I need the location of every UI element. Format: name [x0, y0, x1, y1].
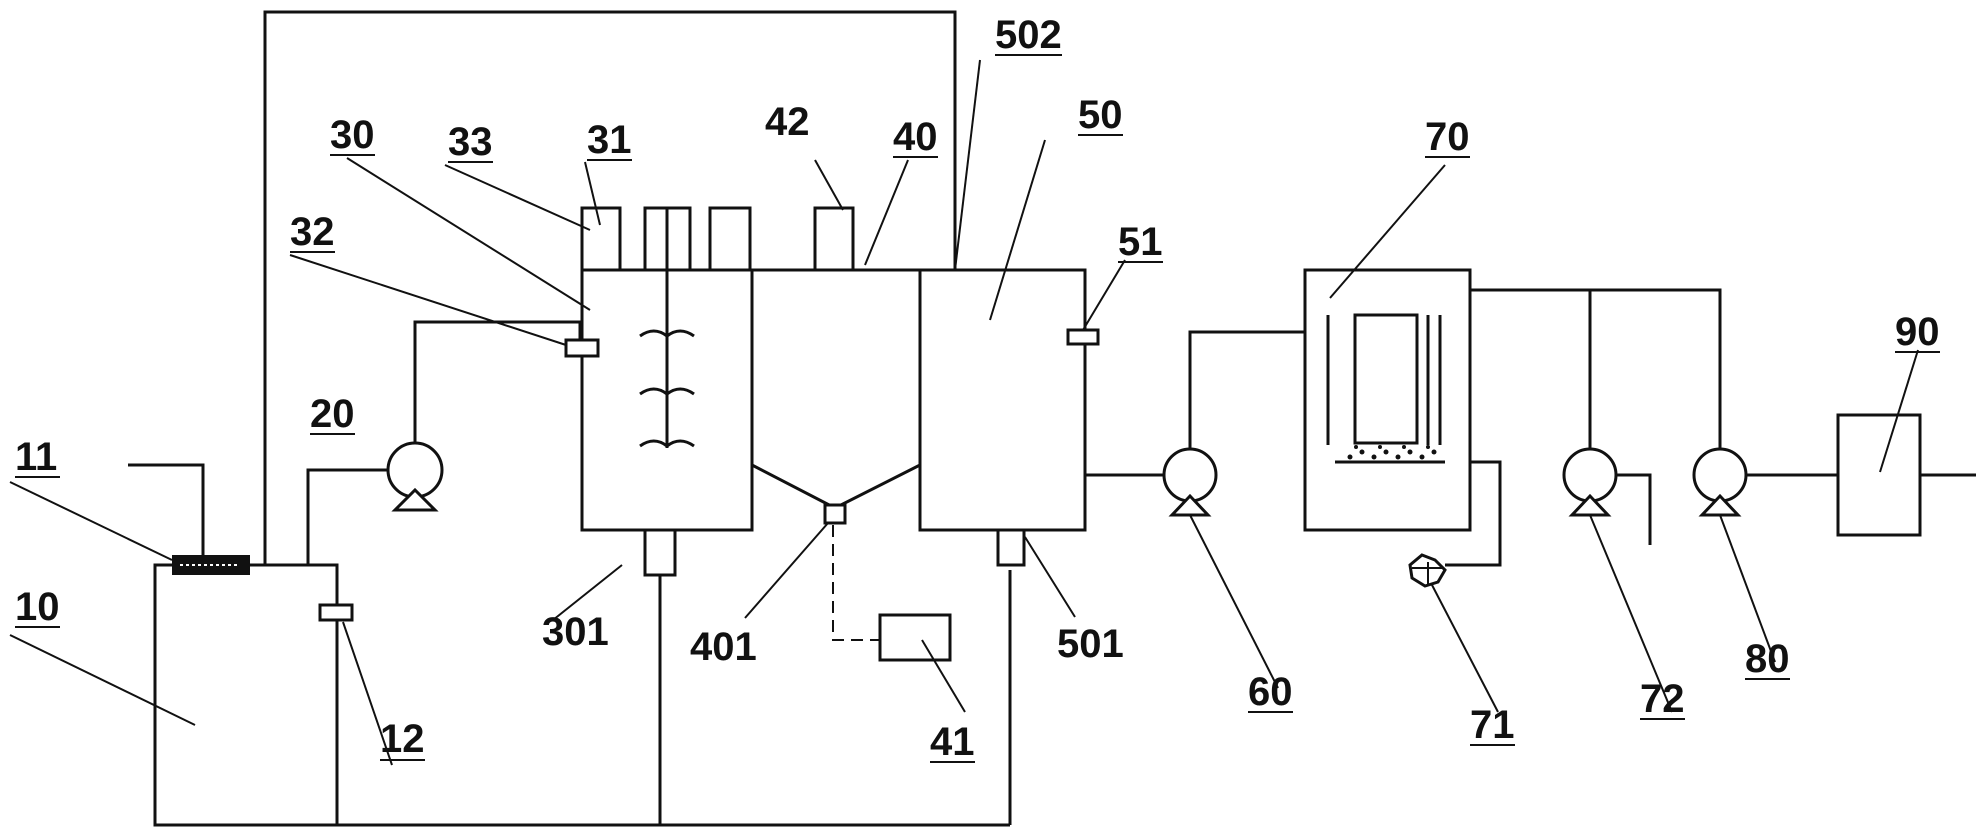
- tank-33: [580, 206, 622, 272]
- pump-80: [1692, 447, 1748, 517]
- label-12: 12: [380, 717, 425, 761]
- outlet-501: [996, 528, 1026, 567]
- tank-42: [813, 206, 855, 272]
- settling-40: [751, 206, 952, 662]
- sensor-51: [1066, 328, 1100, 346]
- labels: 10 11 12 20 30 31 32 33 301 40 41 42 401…: [15, 13, 1940, 764]
- label-50: 50: [1078, 93, 1123, 137]
- label-42: 42: [765, 100, 810, 144]
- label-71: 71: [1470, 703, 1515, 747]
- outlet-301: [643, 528, 677, 577]
- label-32: 32: [290, 210, 335, 254]
- controller-41: [878, 613, 952, 662]
- label-72: 72: [1640, 677, 1685, 721]
- label-60: 60: [1248, 670, 1293, 714]
- label-30: 30: [330, 113, 375, 157]
- leader-lines: [9, 59, 1919, 766]
- label-11: 11: [15, 435, 57, 479]
- reactor-30: [564, 206, 754, 577]
- valve-401: [823, 503, 847, 525]
- label-301: 301: [542, 610, 609, 654]
- label-51: 51: [1118, 220, 1163, 264]
- pump-60: [1162, 447, 1218, 517]
- label-501: 501: [1057, 622, 1124, 666]
- blower-71: [1408, 553, 1447, 588]
- label-10: 10: [15, 585, 60, 629]
- label-41: 41: [930, 720, 975, 764]
- label-90: 90: [1895, 310, 1940, 354]
- label-40: 40: [893, 115, 938, 159]
- membrane-module-70: [1303, 268, 1472, 532]
- sensor-32: [564, 338, 600, 358]
- unit-90: [1836, 413, 1922, 537]
- sensor-12: [318, 603, 354, 622]
- tank-10: [153, 563, 339, 827]
- tank-50: [918, 268, 1100, 567]
- label-underlines: [15, 54, 1940, 763]
- label-20: 20: [310, 392, 355, 436]
- label-401: 401: [690, 625, 757, 669]
- label-31: 31: [587, 118, 632, 162]
- pump-72: [1562, 447, 1618, 517]
- label-502: 502: [995, 13, 1062, 57]
- label-80: 80: [1745, 637, 1790, 681]
- label-70: 70: [1425, 115, 1470, 159]
- device-11: [128, 463, 250, 575]
- pump-20: [386, 441, 444, 512]
- label-33: 33: [448, 120, 493, 164]
